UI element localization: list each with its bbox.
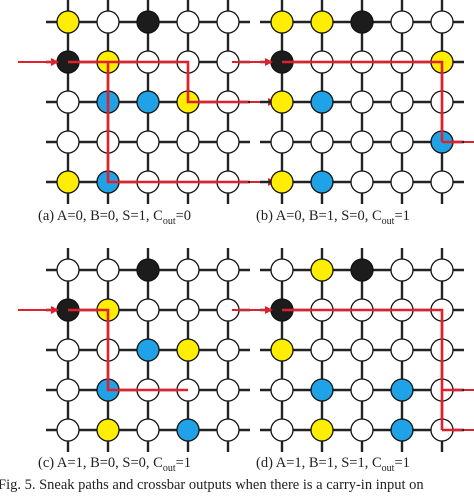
sneak-path [282, 60, 444, 142]
cell-blue [176, 418, 200, 442]
caption-c-prefix: (c) A=1, B=0, S=0, C [38, 455, 163, 471]
cell-empty [390, 130, 414, 154]
cell-empty [350, 378, 374, 402]
cell-empty [390, 170, 414, 194]
cell-empty [216, 10, 240, 34]
cell-empty [56, 378, 80, 402]
cell-yellow [96, 418, 120, 442]
caption-c-suffix: =1 [175, 455, 192, 471]
sneak-path [68, 60, 228, 104]
caption-d-suffix: =1 [394, 455, 410, 471]
cell-empty [56, 130, 80, 154]
cell-empty [216, 258, 240, 282]
cell-yellow [270, 338, 294, 362]
cell-blue [310, 90, 334, 114]
cell-empty [216, 378, 240, 402]
cell-blue [310, 170, 334, 194]
cell-yellow [176, 338, 200, 362]
caption-b: (b) A=0, B=1, S=0, Cout=1 [256, 208, 410, 227]
cell-black [350, 10, 374, 34]
cell-empty [56, 90, 80, 114]
cell-empty [216, 130, 240, 154]
cell-empty [390, 10, 414, 34]
cell-empty [350, 170, 374, 194]
input-arrowhead [51, 306, 59, 314]
cell-black [136, 10, 160, 34]
cell-black [350, 258, 374, 282]
cell-empty [430, 170, 454, 194]
cell-empty [136, 130, 160, 154]
cell-yellow [56, 10, 80, 34]
caption-d-prefix: (d) A=1, B=1, S=1, C [256, 455, 382, 471]
cell-empty [390, 258, 414, 282]
cell-empty [96, 10, 120, 34]
cell-empty [390, 90, 414, 114]
cell-empty [390, 338, 414, 362]
caption-b-prefix: (b) A=0, B=1, S=0, C [256, 208, 382, 224]
caption-a: (a) A=0, B=0, S=1, Cout=0 [38, 208, 191, 227]
cell-yellow [310, 258, 334, 282]
cell-yellow [310, 10, 334, 34]
cell-empty [56, 258, 80, 282]
cell-yellow [270, 90, 294, 114]
cell-black [136, 258, 160, 282]
cell-yellow [270, 10, 294, 34]
cell-blue [390, 378, 414, 402]
cell-empty [430, 258, 454, 282]
cell-blue [136, 338, 160, 362]
cell-empty [270, 130, 294, 154]
caption-c-sub: out [162, 462, 176, 474]
caption-d-sub: out [381, 462, 395, 474]
cell-empty [270, 378, 294, 402]
caption-a-suffix: =0 [175, 208, 192, 224]
cell-empty [270, 418, 294, 442]
cell-empty [350, 90, 374, 114]
caption-d: (d) A=1, B=1, S=1, Cout=1 [256, 455, 410, 474]
cell-empty [176, 10, 200, 34]
cell-empty [310, 130, 334, 154]
figure-caption: Fig. 5. Sneak paths and crossbar outputs… [0, 477, 424, 493]
cell-blue [310, 378, 334, 402]
cell-blue [136, 90, 160, 114]
cell-empty [56, 418, 80, 442]
caption-a-prefix: (a) A=0, B=0, S=1, C [38, 208, 163, 224]
input-arrowhead [265, 306, 273, 314]
cell-empty [176, 130, 200, 154]
cell-empty [350, 130, 374, 154]
input-arrowhead [265, 58, 273, 66]
cell-empty [176, 298, 200, 322]
cell-empty [176, 258, 200, 282]
cell-yellow [310, 418, 334, 442]
caption-b-suffix: =1 [394, 208, 410, 224]
cell-empty [136, 418, 160, 442]
caption-c: (c) A=1, B=0, S=0, Cout=1 [38, 455, 191, 474]
cell-yellow [270, 170, 294, 194]
input-arrowhead [51, 58, 59, 66]
cell-empty [430, 10, 454, 34]
caption-a-sub: out [162, 215, 176, 227]
sneak-path [68, 308, 188, 392]
cell-empty [270, 258, 294, 282]
caption-b-sub: out [381, 215, 395, 227]
cell-yellow [56, 170, 80, 194]
cell-empty [216, 338, 240, 362]
cell-empty [136, 298, 160, 322]
cell-empty [56, 338, 80, 362]
cell-empty [96, 258, 120, 282]
cell-empty [310, 338, 334, 362]
cell-empty [350, 338, 374, 362]
cell-empty [216, 418, 240, 442]
cell-blue [390, 418, 414, 442]
cell-empty [350, 418, 374, 442]
sneak-path [106, 62, 228, 184]
